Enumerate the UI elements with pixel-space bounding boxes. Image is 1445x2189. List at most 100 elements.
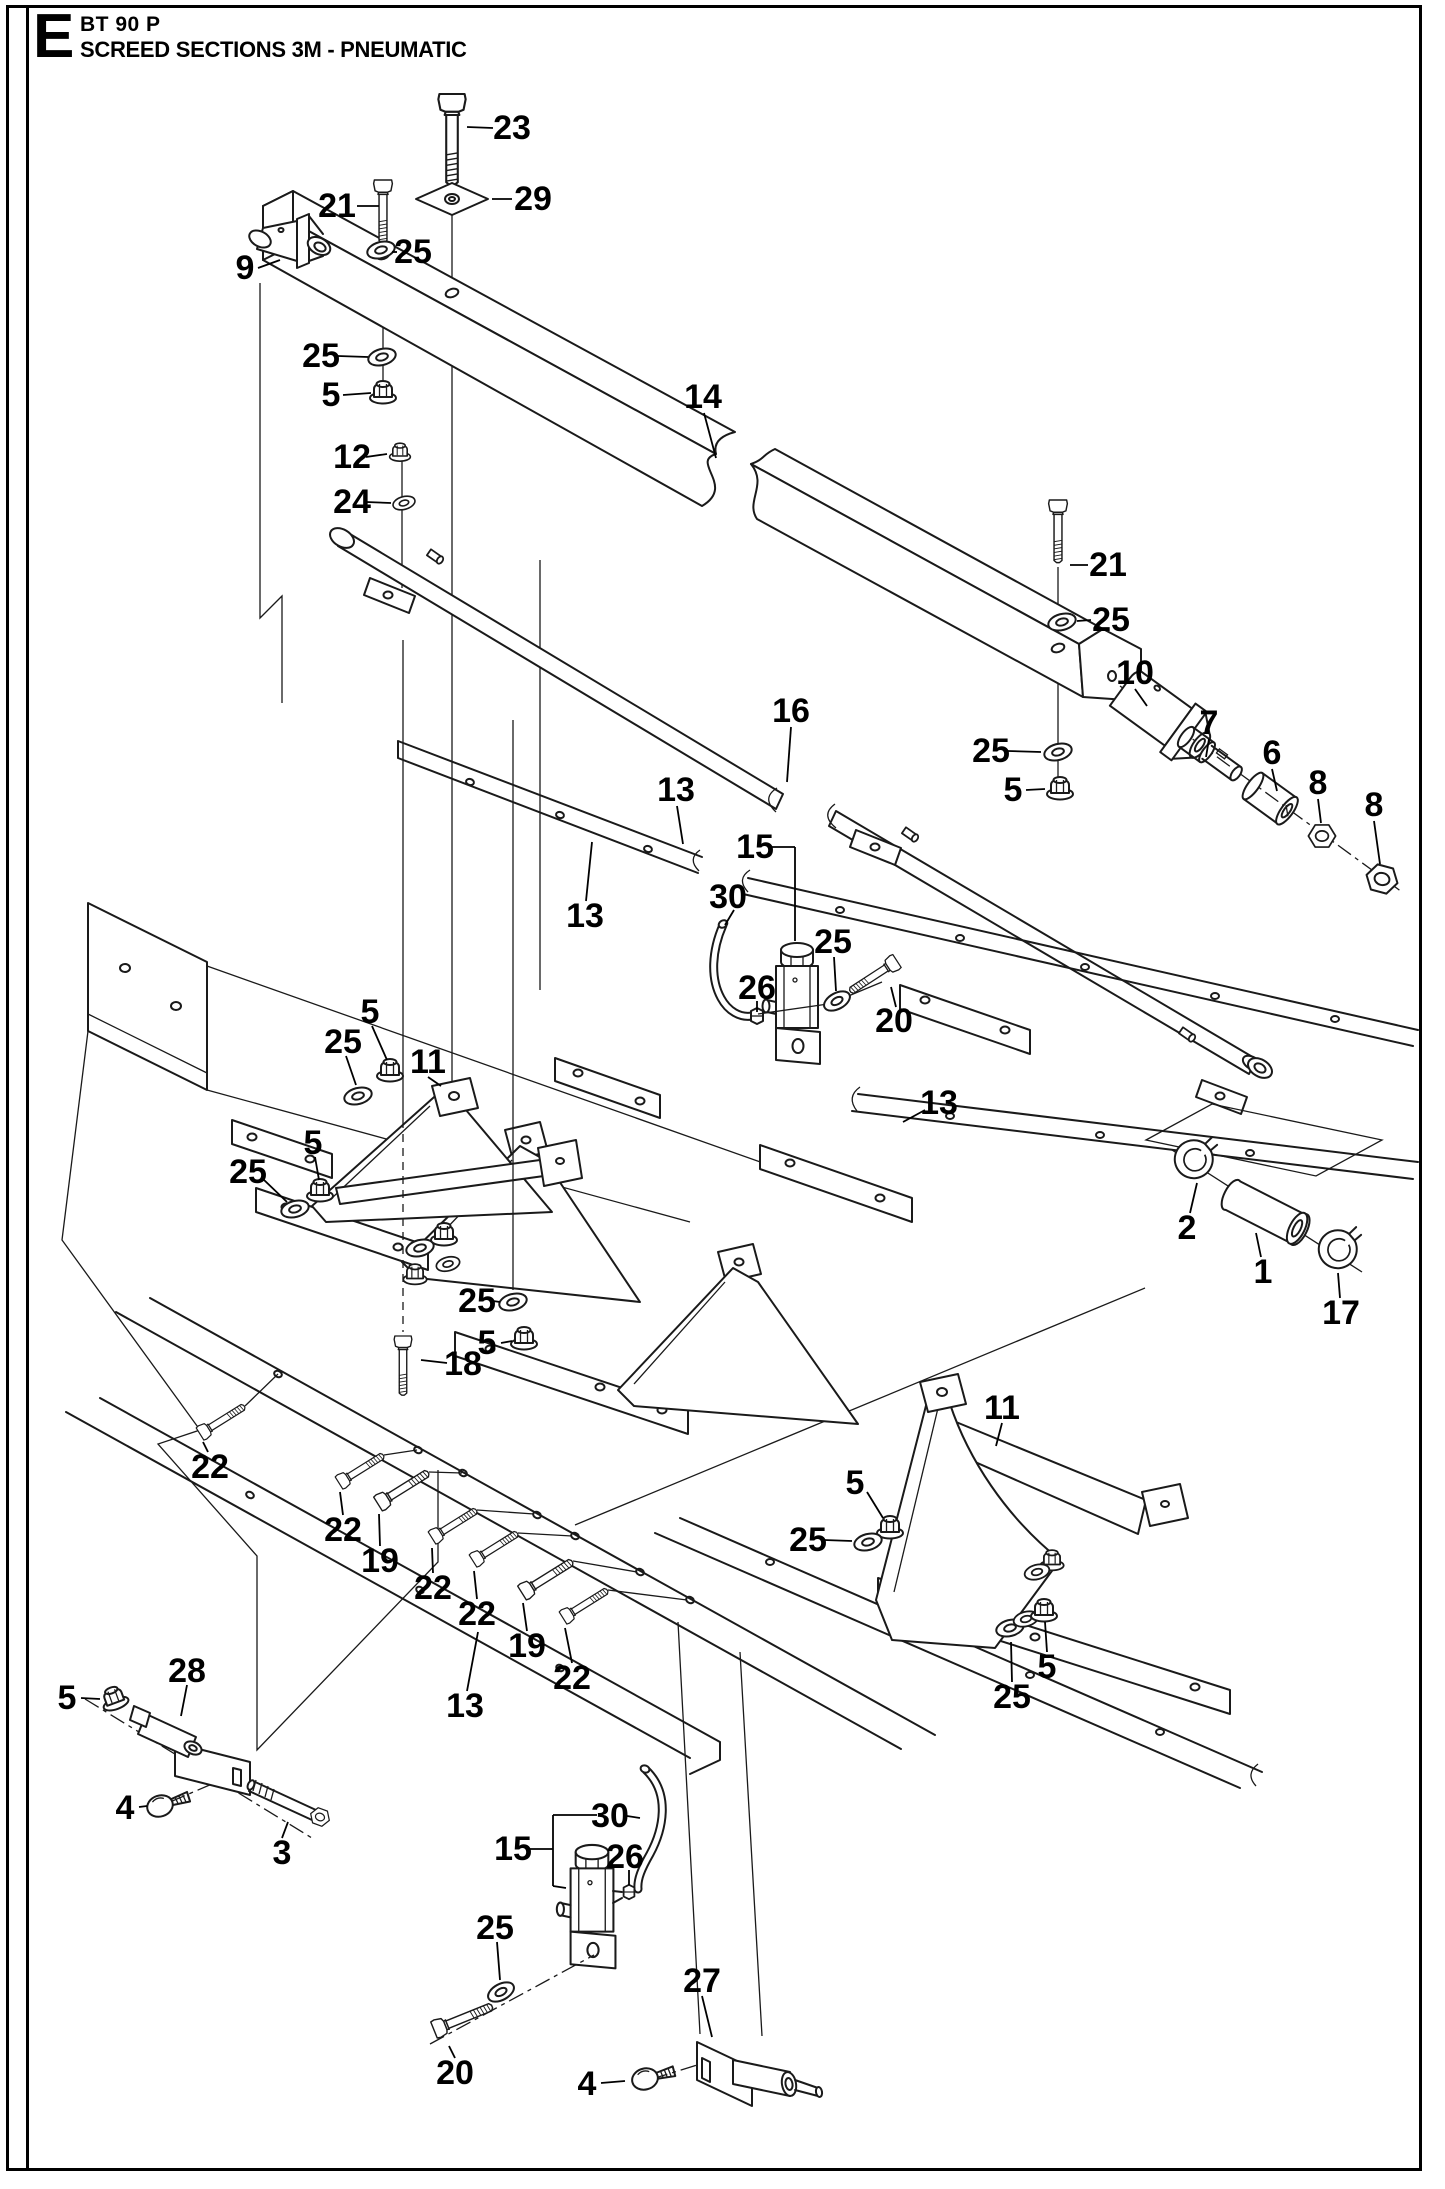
callout-leader-30-23 — [724, 909, 735, 926]
callout-label-1-29: 1 — [1254, 1253, 1273, 1291]
page-border-inner-left — [26, 5, 29, 2168]
callout-label-8-15: 8 — [1309, 764, 1328, 802]
callout-leader-18-38 — [420, 1359, 448, 1364]
callout-leader-6-14 — [1271, 768, 1278, 792]
callout-leader-8-16 — [1373, 820, 1381, 865]
callout-label-25-55: 25 — [993, 1678, 1031, 1716]
knob-4b — [628, 2060, 678, 2094]
callout-label-25-59: 25 — [476, 1909, 514, 1947]
callout-label-28-47: 28 — [168, 1652, 206, 1690]
callout-label-22-42: 22 — [414, 1569, 452, 1607]
tensioner-28-assembly — [84, 1682, 333, 1839]
callout-label-25-11: 25 — [1092, 601, 1130, 639]
callout-label-25-36: 25 — [458, 1282, 496, 1320]
callout-label-20-60: 20 — [436, 2054, 474, 2092]
callout-leader-25-35 — [262, 1178, 288, 1203]
callout-label-9-3: 9 — [236, 249, 255, 287]
callout-label-22-45: 22 — [553, 1659, 591, 1697]
callout-label-19-41: 19 — [361, 1542, 399, 1580]
callout-label-18-38: 18 — [444, 1345, 482, 1383]
bolt-18 — [393, 1335, 413, 1396]
bolt-3 — [246, 1779, 333, 1829]
callout-leader-30-56 — [626, 1815, 641, 1819]
callout-label-16-19: 16 — [772, 692, 810, 730]
callout-label-25-25: 25 — [814, 923, 852, 961]
callout-label-26-24: 26 — [738, 969, 776, 1007]
callout-label-5-31: 5 — [361, 993, 380, 1031]
callout-label-6-14: 6 — [1263, 734, 1282, 772]
callout-label-22-43: 22 — [458, 1595, 496, 1633]
gusset-mid-right — [617, 1243, 859, 1425]
callout-label-25-53: 25 — [789, 1521, 827, 1559]
callout-leader-5-52 — [866, 1491, 884, 1519]
callout-leader-8-15 — [1317, 798, 1322, 824]
callout-leader-16-19 — [786, 726, 792, 783]
callout-leader-22-43 — [473, 1570, 478, 1600]
washer-24 — [390, 493, 418, 513]
section-letter: E — [33, 2, 75, 71]
callout-label-21-1: 21 — [318, 187, 356, 225]
callout-leader-13-27 — [902, 1109, 926, 1123]
callout-label-5-18: 5 — [1004, 771, 1023, 809]
callout-label-23-0: 23 — [493, 109, 531, 147]
callout-label-5-54: 5 — [1038, 1648, 1057, 1686]
callout-leader-10-12 — [1134, 688, 1148, 707]
tube-16 — [329, 527, 1273, 1115]
callout-leader-1-29 — [1255, 1232, 1262, 1258]
callout-leader-5-18 — [1025, 788, 1046, 791]
bolt-20b — [429, 1997, 497, 2040]
callout-label-26-58: 26 — [606, 1838, 644, 1876]
callout-leader-22-40 — [339, 1491, 344, 1516]
callout-label-3-50: 3 — [273, 1834, 292, 1872]
callout-leader-28-47 — [180, 1684, 188, 1717]
callout-leader-13-20 — [676, 805, 684, 845]
callout-leader-12-8 — [365, 453, 388, 458]
callout-label-25-17: 25 — [972, 732, 1010, 770]
callout-label-13-21: 13 — [566, 897, 604, 935]
callout-leader-11-33 — [427, 1076, 442, 1087]
callout-label-20-26: 20 — [875, 1002, 913, 1040]
callout-leader-7-13 — [1205, 738, 1210, 758]
hardware-top — [248, 92, 1079, 801]
callout-leader-5-48 — [80, 1697, 101, 1700]
callout-leader-9-3 — [257, 259, 281, 269]
callout-label-5-48: 5 — [58, 1679, 77, 1717]
callout-label-22-40: 22 — [324, 1511, 362, 1549]
callout-leader-25-17 — [1007, 750, 1042, 753]
callout-leader-3-50 — [281, 1821, 289, 1839]
callout-leader-5-37 — [500, 1340, 513, 1344]
gusset-right-11 — [875, 1373, 1231, 1715]
callout-label-13-27: 13 — [920, 1084, 958, 1122]
bolt-23 — [437, 92, 467, 187]
callout-label-5-52: 5 — [846, 1464, 865, 1502]
callout-leader-22-45 — [564, 1627, 573, 1664]
callout-label-12-8: 12 — [333, 438, 371, 476]
page-border — [6, 5, 1422, 2171]
callout-label-5-37: 5 — [478, 1324, 497, 1362]
callout-leader-25-59 — [496, 1941, 501, 1981]
callout-label-29-2: 29 — [514, 180, 552, 218]
bolt-21 — [372, 179, 394, 244]
callout-leader-5-6 — [342, 392, 372, 396]
callout-label-15-57: 15 — [494, 1830, 532, 1868]
knob-4 — [143, 1785, 193, 1822]
callout-label-8-16: 8 — [1365, 786, 1384, 824]
callout-leader-4-62 — [600, 2080, 626, 2084]
bracket-27-assembly — [628, 2041, 824, 2107]
callout-leader-20-60 — [448, 2045, 456, 2059]
callout-label-22-39: 22 — [191, 1448, 229, 1486]
blade-rail-upper — [397, 740, 1419, 1180]
callout-leader-25-53 — [823, 1539, 853, 1542]
bolt-21b — [1047, 499, 1069, 564]
cylinder-assembly-bottom — [429, 1764, 667, 2045]
cap-nut-12 — [388, 442, 412, 463]
socket-9 — [248, 213, 332, 269]
axis-lines — [259, 215, 1059, 1082]
callout-label-10-12: 10 — [1116, 654, 1154, 692]
callout-leader-25-32 — [345, 1055, 357, 1086]
callout-leader-23-0 — [466, 126, 494, 129]
hardware-bolts-bottom — [195, 1399, 613, 1626]
callout-leader-25-11 — [1076, 619, 1092, 622]
callout-label-15-22: 15 — [736, 828, 774, 866]
